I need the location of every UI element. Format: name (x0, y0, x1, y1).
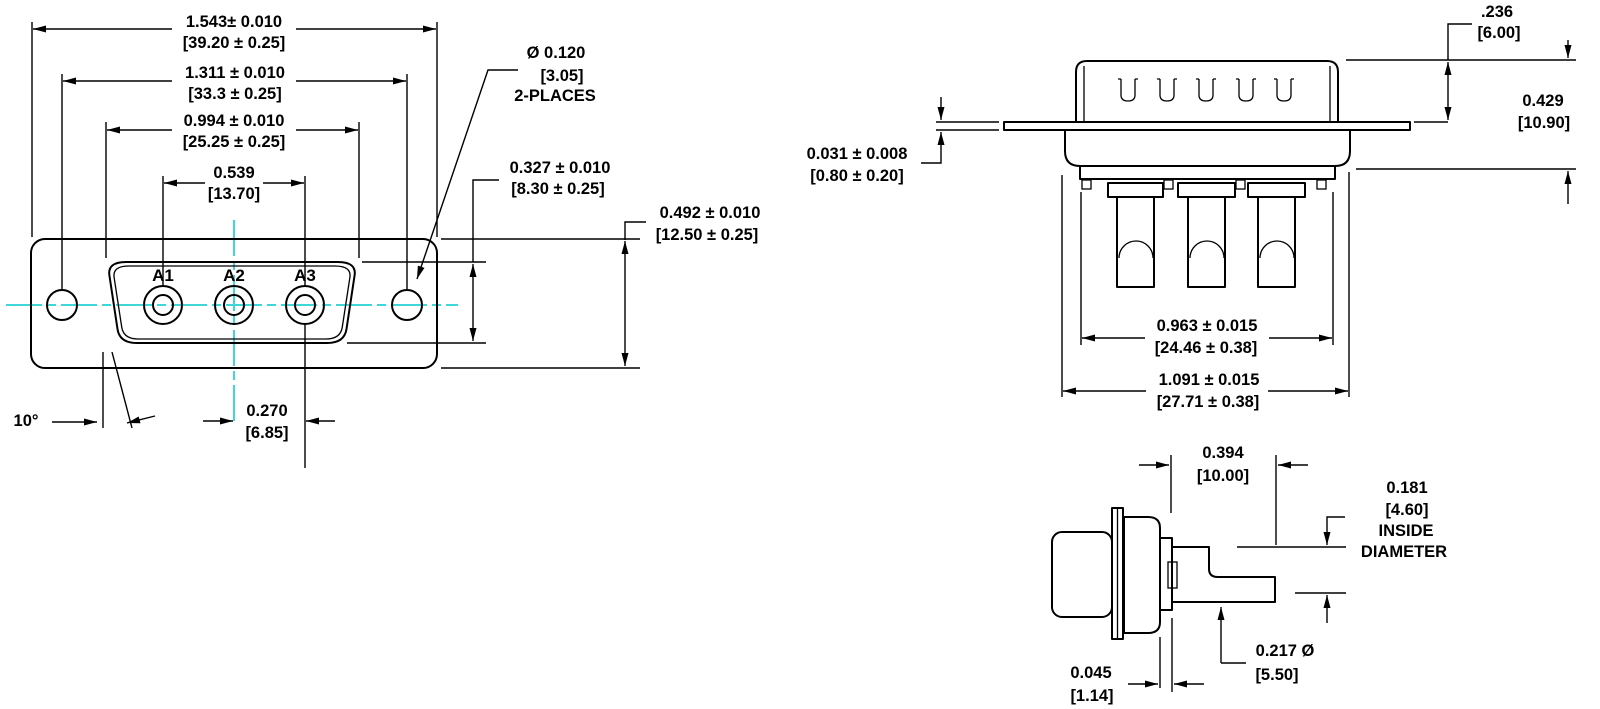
index-tabs (1081, 179, 1327, 190)
dim-mount-spacing-in: 1.311 ± 0.010 (185, 64, 285, 82)
dim-insert-width-in: 0.963 ± 0.015 (1157, 317, 1258, 335)
dim-lines-front (33, 25, 646, 429)
dim-land-width-in: 0.045 (1070, 664, 1111, 682)
dim-terminal-length-in: 0.394 (1202, 444, 1244, 462)
dim-shell-height-in: 0.327 ± 0.010 (510, 159, 611, 177)
contact-a2 (214, 285, 254, 325)
dim-body-width-in: 1.091 ± 0.015 (1159, 371, 1260, 389)
dim-inside-diameter-note1: INSIDE (1378, 522, 1433, 540)
hole-callout-dia: Ø 0.120 (527, 44, 586, 62)
dim-shell-height-above-flange-in: .236 (1481, 3, 1513, 21)
contact-body (1123, 516, 1161, 634)
dim-draft-angle: 10° (14, 412, 39, 430)
contact-label-a2: A2 (223, 266, 245, 285)
dim-contact-span-in: 0.539 (213, 164, 254, 182)
dim-insert-width-mm: [24.46 ± 0.38] (1155, 339, 1258, 357)
mounting-hole-right (391, 289, 423, 321)
shell-outline (1075, 60, 1339, 122)
power-contacts-side (1107, 182, 1306, 288)
contact-label-a1: A1 (152, 266, 174, 285)
angle-slant-line (111, 351, 133, 429)
dim-cup-diameter-in: 0.217 Ø (1256, 642, 1315, 660)
mounting-hole-left (46, 289, 78, 321)
contact-land (1160, 537, 1173, 611)
dim-shell-height-mm: [8.30 ± 0.25] (511, 180, 604, 198)
dim-mount-spacing-mm: [33.3 ± 0.25] (188, 85, 281, 103)
dim-land-width-mm: [1.14] (1070, 687, 1113, 705)
insert-base (1079, 166, 1336, 180)
dim-body-width-mm: [27.71 ± 0.38] (1157, 393, 1260, 411)
shell-inner-walls (1083, 66, 1331, 122)
hole-callout-mm: [3.05] (540, 67, 583, 85)
dim-inside-diameter-note2: DIAMETER (1361, 543, 1447, 561)
shell-vent-slots (1118, 78, 1294, 102)
d-shell-inner-wall (113, 265, 351, 340)
dim-overall-width-mm: [39.20 ± 0.25] (183, 34, 286, 52)
hole-callout-leader (416, 69, 518, 280)
dim-overall-height-mm: [10.90] (1518, 114, 1570, 132)
solder-cup (1171, 546, 1276, 603)
d-shell-outline (108, 261, 356, 344)
dim-inside-diameter-in: 0.181 (1386, 479, 1427, 497)
side-extension-and-dim-lines (921, 23, 1576, 397)
dim-terminal-length-mm: [10.00] (1197, 467, 1249, 485)
front-view: 1.543± 0.010 [39.20 ± 0.25] 1.311 ± 0.01… (6, 13, 760, 468)
dim-inside-diameter-mm: [4.60] (1385, 501, 1428, 519)
dim-flange-thickness-in: 0.031 ± 0.008 (807, 145, 908, 163)
dim-shell-width-mm: [25.25 ± 0.25] (183, 133, 286, 151)
insulator-body (1064, 130, 1351, 167)
dim-overall-width-in: 1.543± 0.010 (186, 13, 282, 31)
dim-cup-diameter-mm: [5.50] (1255, 666, 1298, 684)
contact-detail-view: 0.394 [10.00] 0.181 [4.60] INSIDE DIAMET… (1051, 444, 1447, 705)
front-extension-lines (31, 22, 640, 468)
side-view: .236 [6.00] 0.429 [10.90] 0.031 ± 0.008 … (807, 3, 1576, 411)
dim-contact-span-mm: [13.70] (208, 185, 260, 203)
contact-pin-tip (1051, 531, 1113, 618)
dim-shell-width-in: 0.994 ± 0.010 (184, 112, 285, 130)
hole-callout-note: 2-PLACES (514, 87, 596, 105)
dim-pitch-in: 0.270 (246, 402, 287, 420)
contact-label-a3: A3 (294, 266, 316, 285)
dim-pitch-mm: [6.85] (245, 424, 288, 442)
dim-shell-height-above-flange-mm: [6.00] (1477, 24, 1520, 42)
flange-outline (30, 238, 438, 369)
dim-flange-thickness-mm: [0.80 ± 0.20] (810, 167, 903, 185)
detail-extension-and-dim-lines (1128, 455, 1346, 692)
dim-flange-height-in: 0.492 ± 0.010 (660, 204, 761, 222)
dim-overall-height-in: 0.429 (1522, 92, 1563, 110)
dim-flange-height-mm: [12.50 ± 0.25] (656, 226, 759, 244)
flange-plate (1003, 121, 1411, 131)
